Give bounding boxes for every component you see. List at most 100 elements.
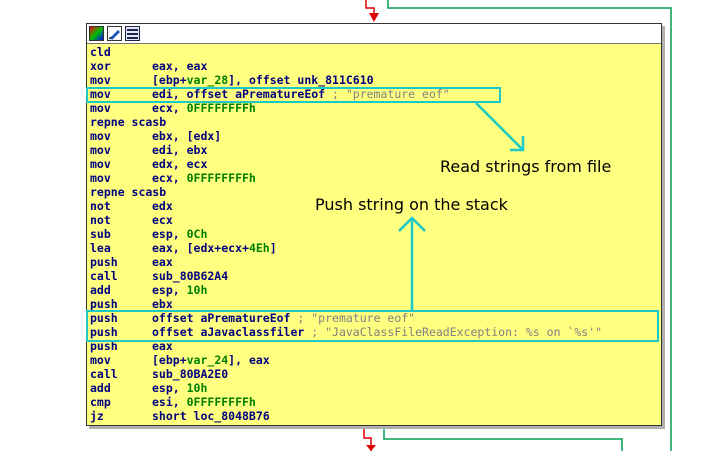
node-header xyxy=(87,24,661,44)
operand: ], offset unk_811C610 xyxy=(228,73,374,87)
operand: edx, ecx xyxy=(152,157,208,171)
operand: eax, eax xyxy=(152,59,208,73)
instruction-mnemonic: push xyxy=(90,311,118,325)
edit-node-icon[interactable] xyxy=(107,26,122,41)
instruction-mnemonic: mov xyxy=(90,353,111,367)
arrowhead-red-icon xyxy=(369,13,379,22)
instruction-line[interactable]: mov edx, ecx xyxy=(90,157,602,171)
edge-bottom-red xyxy=(363,425,372,451)
operand-lbl: var_24 xyxy=(186,353,229,367)
instruction-mnemonic: xor xyxy=(90,59,111,73)
instruction-mnemonic: add xyxy=(90,283,111,297)
instruction-line[interactable]: mov [ebp+var_28], offset unk_811C610 xyxy=(90,73,602,87)
operand: ebx, [edx] xyxy=(152,129,222,143)
instruction-line[interactable]: call sub_80B62A4 xyxy=(90,269,602,283)
instruction-mnemonic: cld xyxy=(90,45,111,59)
instruction-mnemonic: push xyxy=(90,339,118,353)
operand: [ebp+ xyxy=(152,73,187,87)
instruction-line[interactable]: mov ebx, [edx] xyxy=(90,129,602,143)
operand: eax xyxy=(152,255,173,269)
instruction-mnemonic: mov xyxy=(90,157,111,171)
instruction-mnemonic: lea xyxy=(90,241,111,255)
operand-num: 0FFFFFFFFh xyxy=(186,171,256,185)
instruction-mnemonic: push xyxy=(90,255,118,269)
instruction-line[interactable]: not ecx xyxy=(90,213,602,227)
graph-color-icon[interactable] xyxy=(89,26,104,41)
operand: sub_80BA2E0 xyxy=(152,367,229,381)
instruction-line[interactable]: add esp, 10h xyxy=(90,283,602,297)
operand: esp, xyxy=(152,283,187,297)
operand: ebx xyxy=(152,297,173,311)
edge-top-green xyxy=(387,0,672,451)
arrow-push-string-icon xyxy=(398,216,426,310)
operand: eax, [edx+ecx+ xyxy=(152,241,249,255)
instruction-line[interactable]: add esp, 10h xyxy=(90,381,602,395)
instruction-mnemonic: mov xyxy=(90,129,111,143)
instruction-line[interactable]: mov edi, ebx xyxy=(90,143,602,157)
instruction-mnemonic: sub xyxy=(90,227,111,241)
instruction-mnemonic: call xyxy=(90,269,118,283)
operand: edi, offset aPrematureEof xyxy=(152,87,333,101)
instruction-mnemonic: not xyxy=(90,213,111,227)
instruction-mnemonic: jz xyxy=(90,409,104,423)
operand-num: 10h xyxy=(186,283,208,297)
instruction-mnemonic: mov xyxy=(90,101,111,115)
instruction-mnemonic: not xyxy=(90,199,111,213)
instruction-mnemonic: repne scasb xyxy=(90,115,167,129)
operand-lbl: var_28 xyxy=(186,73,229,87)
operand: offset aJavaclassfiler xyxy=(152,325,312,339)
string-comment: ; "premature eof" xyxy=(297,311,416,325)
operand-num: 0FFFFFFFFh xyxy=(186,395,256,409)
operand: ecx xyxy=(152,213,173,227)
instruction-line[interactable]: xor eax, eax xyxy=(90,59,602,73)
instruction-mnemonic: mov xyxy=(90,143,111,157)
operand: [ebp+ xyxy=(152,353,187,367)
instruction-line[interactable]: push offset aJavaclassfiler ; "JavaClassF… xyxy=(90,325,602,339)
operand-num: 0FFFFFFFFh xyxy=(186,101,256,115)
instruction-mnemonic: cmp xyxy=(90,395,111,409)
instruction-line[interactable]: mov ecx, 0FFFFFFFFh xyxy=(90,101,602,115)
edge-bottom-green xyxy=(383,425,623,451)
operand-num: 0Ch xyxy=(186,227,208,241)
instruction-line[interactable]: push eax xyxy=(90,255,602,269)
instruction-line[interactable]: repne scasb xyxy=(90,115,602,129)
highlight-box-push-strings xyxy=(86,310,659,342)
annotation-read-strings: Read strings from file xyxy=(440,157,612,176)
instruction-mnemonic: add xyxy=(90,381,111,395)
operand: ] xyxy=(269,241,277,255)
instruction-line[interactable]: push offset aPrematureEof ; "premature eo… xyxy=(90,311,602,325)
operand: edi, ebx xyxy=(152,143,208,157)
operand: sub_80B62A4 xyxy=(152,269,229,283)
operand-num: 10h xyxy=(186,381,208,395)
instruction-line[interactable]: call sub_80BA2E0 xyxy=(90,367,602,381)
instruction-line[interactable]: repne scasb xyxy=(90,185,602,199)
instruction-mnemonic: mov xyxy=(90,73,111,87)
operand: esp, xyxy=(152,381,187,395)
instruction-mnemonic: mov xyxy=(90,171,111,185)
annotation-push-string: Push string on the stack xyxy=(315,195,508,214)
operand: short loc_8048B76 xyxy=(152,409,270,423)
arrow-read-strings-icon xyxy=(475,102,525,152)
operand: ecx, xyxy=(152,101,187,115)
instruction-mnemonic: call xyxy=(90,367,118,381)
arrowhead-red-bottom-icon xyxy=(366,445,376,451)
node-list-icon[interactable] xyxy=(125,26,140,41)
instruction-line[interactable]: mov[ebp+var_24], eax xyxy=(90,353,602,367)
operand: offset aPrematureEof xyxy=(152,311,298,325)
string-comment: ; "JavaClassFileReadException: %s on `%s… xyxy=(311,325,603,339)
instruction-line[interactable]: lea eax, [edx+ecx+4Eh] xyxy=(90,241,602,255)
instruction-line[interactable]: cld xyxy=(90,45,602,59)
operand-num: 4Eh xyxy=(248,241,270,255)
instruction-line[interactable]: jz short loc_8048B76 xyxy=(90,409,602,423)
instruction-mnemonic: push xyxy=(90,325,118,339)
